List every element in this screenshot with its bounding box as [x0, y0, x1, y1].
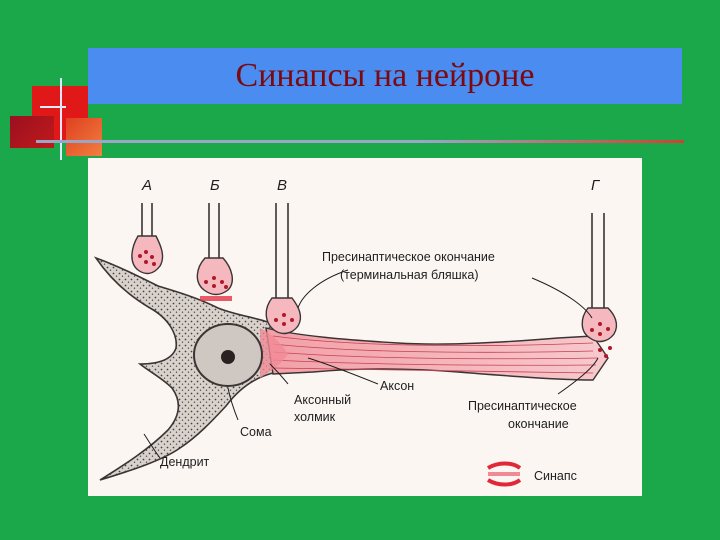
axon-hillock-label-1: Аксонный: [294, 393, 351, 407]
incoming-axon-g: [581, 213, 618, 358]
label-a: А: [141, 177, 152, 194]
decor-divider-line: [36, 140, 684, 143]
neuron-diagram-panel: А Б В Г Пресинаптическое окончание (терм…: [88, 158, 642, 496]
axon-shape: [265, 327, 609, 381]
decor-short-line: [40, 106, 66, 108]
nucleolus: [221, 350, 235, 364]
slide-title: Синапсы на нейроне: [235, 57, 535, 94]
label-b: Б: [210, 177, 220, 194]
decor-vertical-line: [60, 78, 62, 160]
presynaptic-ending-label-1: Пресинаптическое: [468, 399, 577, 413]
decor-orange-square: [66, 118, 102, 156]
dendrite-label: Дендрит: [160, 455, 210, 469]
axon-hillock-shape: [260, 328, 288, 378]
legend-synapse-label: Синапс: [534, 469, 577, 483]
soma-label: Сома: [240, 425, 272, 439]
incoming-axon-b: [196, 203, 234, 301]
legend-synapse-icon: [486, 461, 522, 487]
axon-hillock-label-2: холмик: [294, 410, 336, 424]
terminal-plaque-label: (терминальная бляшка): [340, 268, 479, 282]
title-bar: Синапсы на нейроне: [88, 48, 682, 104]
neuron-diagram: А Б В Г Пресинаптическое окончание (терм…: [93, 177, 618, 487]
label-v: В: [277, 177, 287, 194]
incoming-axon-a: [131, 203, 164, 275]
presynaptic-terminal-label: Пресинаптическое окончание: [322, 250, 495, 264]
label-g: Г: [591, 177, 601, 194]
presynaptic-ending-label-2: окончание: [508, 417, 569, 431]
incoming-axon-v: [265, 203, 302, 335]
soma-shape: [93, 256, 274, 481]
leader-lines: [143, 269, 599, 459]
axon-label: Аксон: [380, 379, 414, 393]
decor-dark-red-square: [10, 116, 54, 148]
